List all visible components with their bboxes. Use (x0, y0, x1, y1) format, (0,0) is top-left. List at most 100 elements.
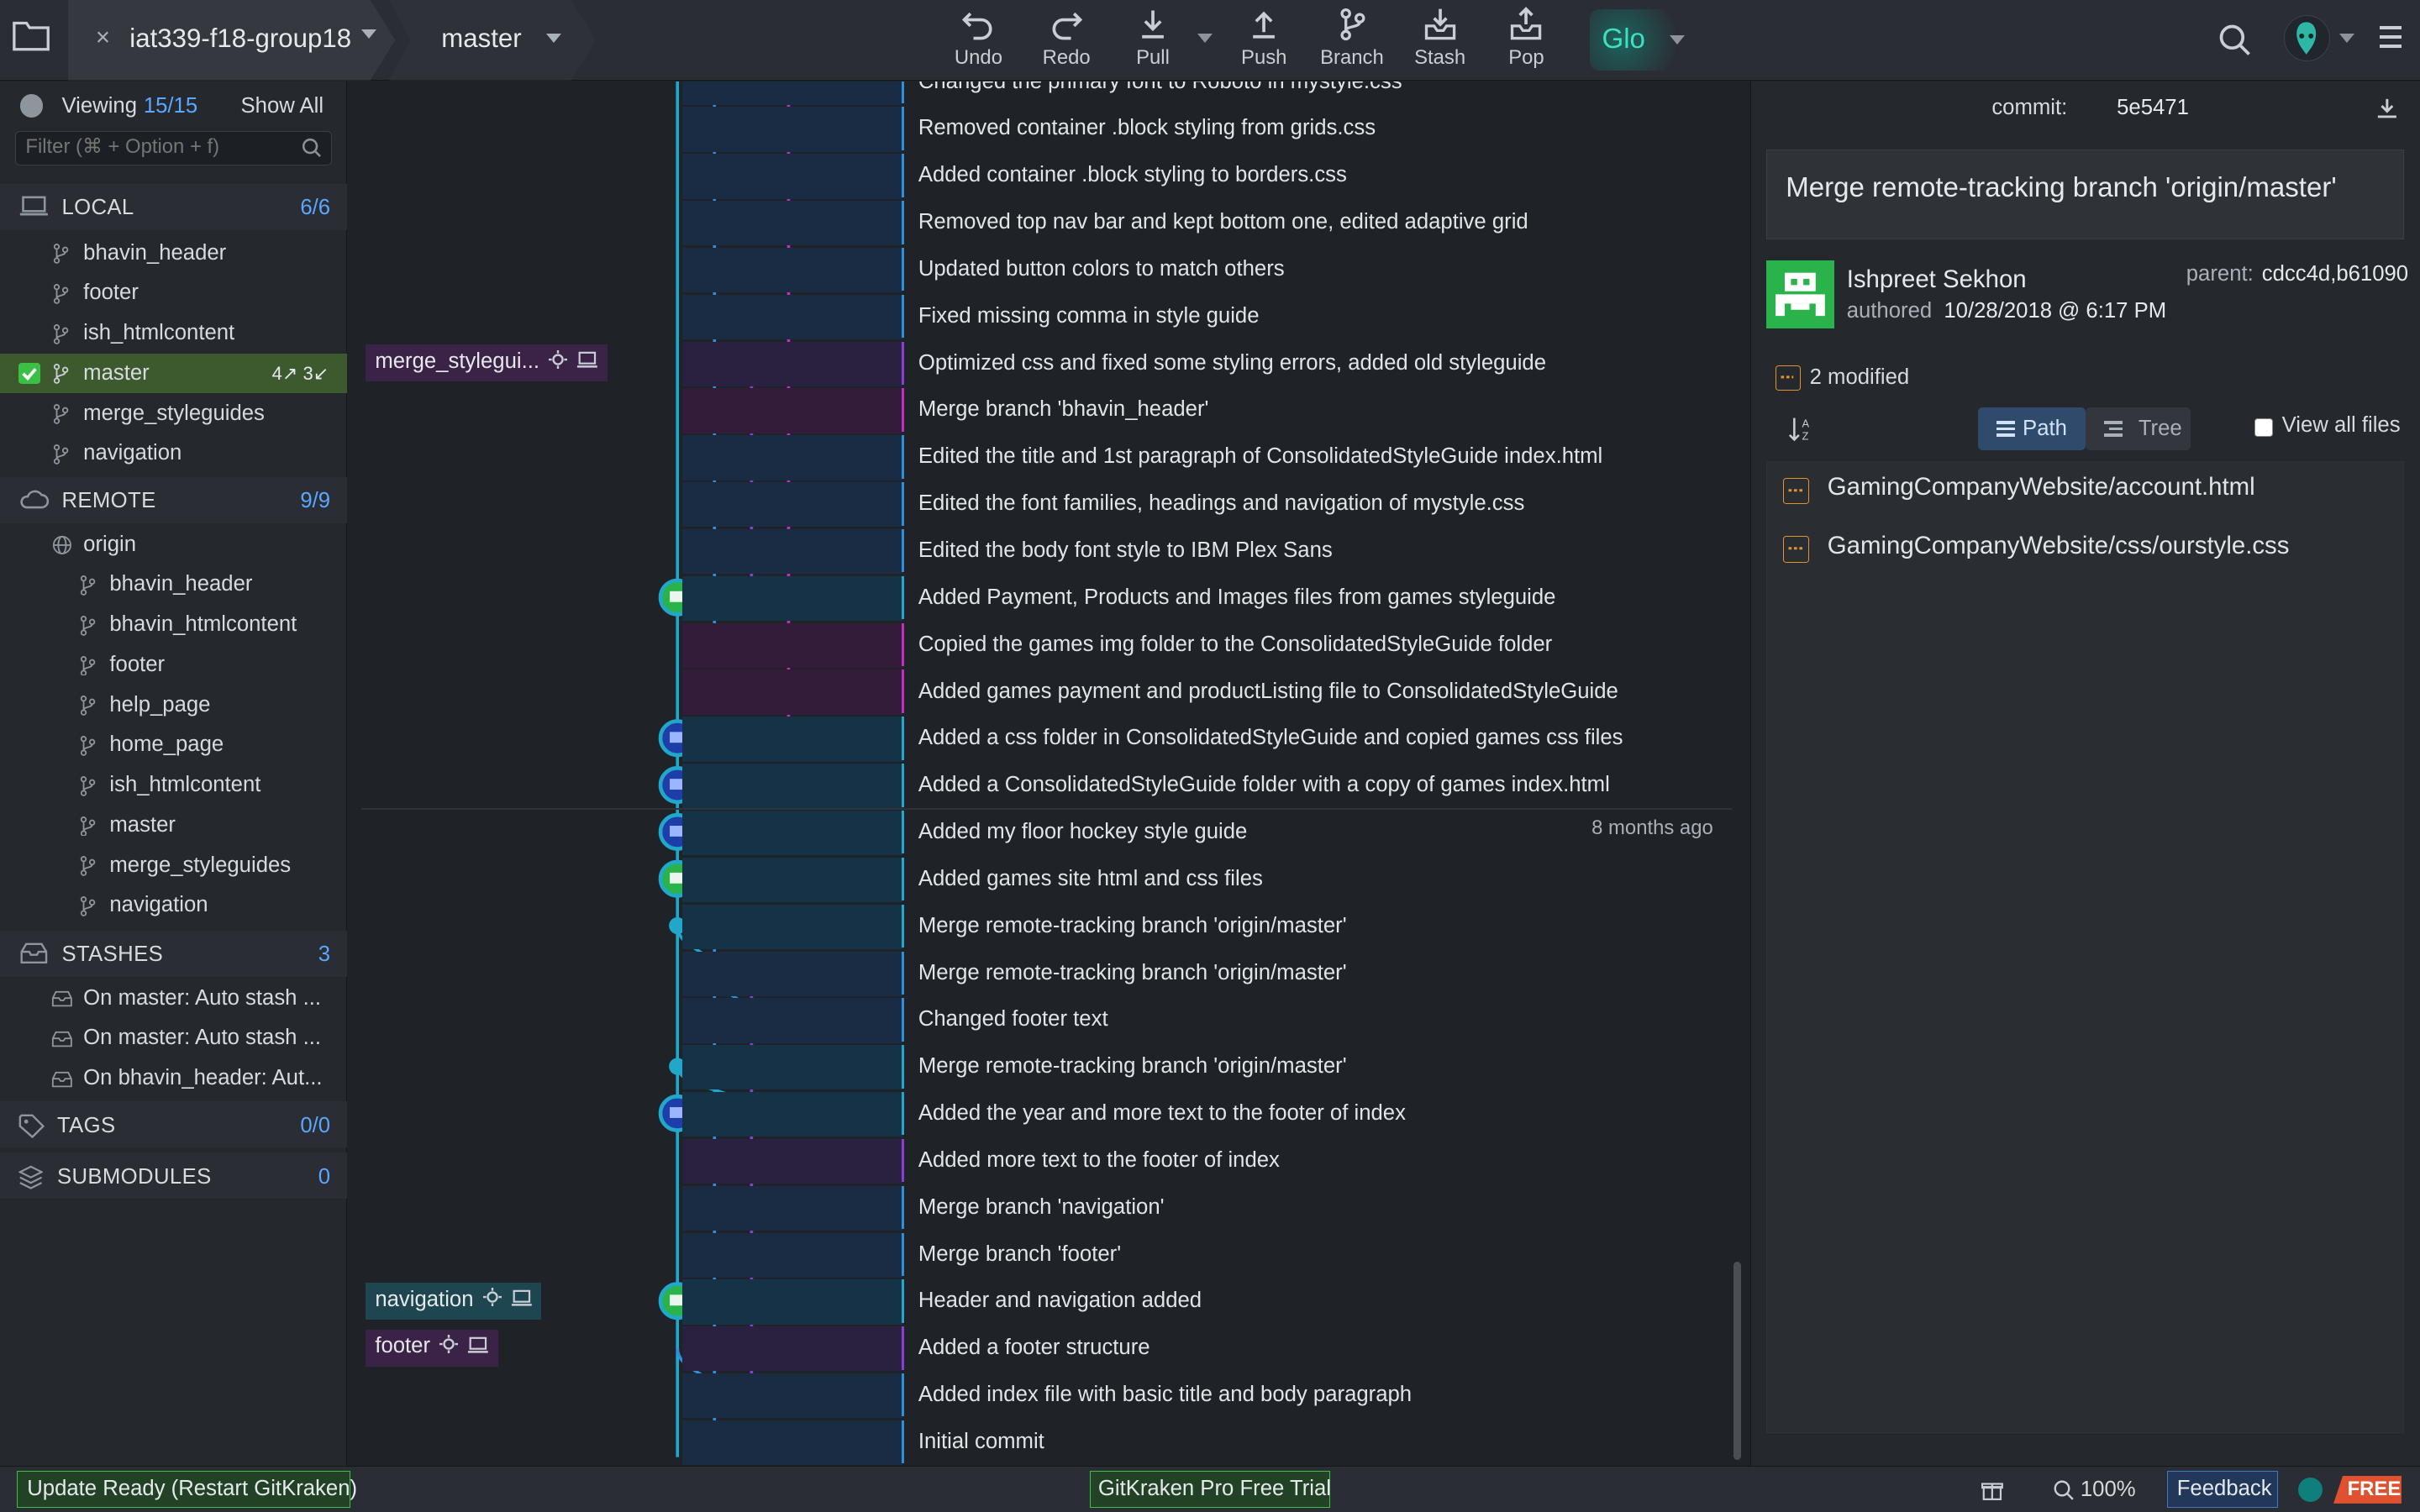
redo-button[interactable]: Redo (1026, 6, 1107, 74)
show-all-button[interactable]: Show All (240, 94, 324, 118)
commit-row-band[interactable] (681, 951, 903, 996)
stash-item[interactable]: On master: Auto stash ... (0, 1018, 347, 1058)
pro-trial-button[interactable]: GitKraken Pro Free Trial (1089, 1471, 1331, 1509)
pull-options-chevron-icon[interactable] (1197, 34, 1213, 44)
tree-view-button[interactable]: Tree (2086, 407, 2191, 451)
zoom-icon[interactable] (2053, 1479, 2075, 1507)
commit-row-band[interactable] (681, 1373, 903, 1419)
filter-box[interactable] (15, 131, 332, 165)
commit-row-band[interactable] (681, 998, 903, 1043)
commit-message[interactable]: Added my floor hockey style guide (918, 820, 1248, 844)
stash-item[interactable]: On bhavin_header: Aut... (0, 1058, 347, 1099)
commit-message[interactable]: Copied the games img folder to the Conso… (918, 632, 1553, 656)
feedback-button[interactable]: Feedback (2166, 1471, 2278, 1509)
commit-message[interactable]: Merge remote-tracking branch 'origin/mas… (918, 1054, 1347, 1079)
commit-row-band[interactable] (681, 904, 903, 949)
pop-button[interactable]: Pop (1486, 6, 1567, 74)
commit-row-band[interactable] (681, 1279, 903, 1325)
commit-row-band[interactable] (681, 1420, 903, 1466)
commit-message[interactable]: Changed the primary font to Roboto in my… (918, 81, 1402, 93)
remote-branch-item[interactable]: help_page (0, 685, 347, 725)
commit-row-band[interactable] (681, 435, 903, 480)
remote-branch-item[interactable]: bhavin_htmlcontent (0, 605, 347, 645)
hamburger-menu-icon[interactable] (2380, 26, 2402, 54)
close-icon[interactable]: × (95, 23, 111, 51)
branch-button[interactable]: Branch (1312, 6, 1392, 74)
remote-branch-item[interactable]: footer (0, 645, 347, 685)
commit-row-band[interactable] (681, 1138, 903, 1184)
commit-message[interactable]: Added container .block styling to border… (918, 163, 1347, 187)
commit-message[interactable]: Merge branch 'bhavin_header' (918, 397, 1209, 422)
free-badge[interactable]: FREE (2333, 1475, 2402, 1504)
remote-branch-item[interactable]: home_page (0, 725, 347, 765)
file-row[interactable]: GamingCompanyWebsite/account.html (1767, 465, 2402, 512)
search-icon[interactable] (2217, 22, 2254, 65)
commit-row-band[interactable] (681, 717, 903, 762)
commit-row-band[interactable] (681, 669, 903, 715)
remote-branch-item[interactable]: bhavin_header (0, 564, 347, 605)
commit-row-band[interactable] (681, 294, 903, 340)
folder-icon[interactable] (12, 18, 53, 59)
commit-row-band[interactable] (681, 1045, 903, 1090)
branch-tab[interactable]: master (388, 0, 596, 81)
branch-tag[interactable]: navigation (366, 1283, 542, 1320)
commit-row-band[interactable] (681, 764, 903, 809)
commit-message[interactable]: Merge branch 'navigation' (918, 1194, 1165, 1219)
commit-message[interactable]: Changed footer text (918, 1007, 1108, 1032)
commit-row-band[interactable] (681, 1185, 903, 1231)
commit-message[interactable]: Added index file with basic title and bo… (918, 1383, 1413, 1407)
update-ready-button[interactable]: Update Ready (Restart GitKraken) (17, 1471, 357, 1509)
glo-button[interactable]: Glo (1589, 9, 1695, 71)
commit-message[interactable]: Edited the font families, headings and n… (918, 491, 1525, 516)
commit-message[interactable]: Optimized css and fixed some styling err… (918, 350, 1547, 375)
file-row[interactable]: GamingCompanyWebsite/css/ourstyle.css (1767, 524, 2402, 570)
stash-button[interactable]: Stash (1400, 6, 1481, 74)
back-arrow-icon[interactable] (19, 94, 44, 118)
commit-message[interactable]: Added a css folder in ConsolidatedStyleG… (918, 726, 1623, 750)
undo-button[interactable]: Undo (939, 6, 1019, 74)
tags-section-header[interactable]: TAGS 0/0 (0, 1101, 348, 1148)
local-branch-item-active[interactable]: master 4↗ 3↙ (0, 353, 348, 394)
commit-row-band[interactable] (681, 575, 903, 622)
remote-branch-item[interactable]: merge_styleguides (0, 846, 347, 886)
commit-message[interactable]: Edited the body font style to IBM Plex S… (918, 538, 1333, 562)
commit-row-band[interactable] (681, 81, 903, 105)
commit-message[interactable]: Header and navigation added (918, 1289, 1202, 1313)
remote-branch-item[interactable]: ish_htmlcontent (0, 765, 347, 806)
commit-row-band[interactable] (681, 1326, 903, 1372)
commit-row-band[interactable] (681, 247, 903, 293)
commit-sha[interactable]: 5e5471 (2117, 95, 2189, 119)
commit-message[interactable]: Fixed missing comma in style guide (918, 303, 1260, 328)
commit-row-band[interactable] (681, 1232, 903, 1278)
stashes-section-header[interactable]: STASHES 3 (0, 930, 348, 977)
commit-message[interactable]: Added the year and more text to the foot… (918, 1101, 1406, 1126)
remote-branch-item[interactable]: navigation (0, 885, 347, 926)
commit-row-band[interactable] (681, 528, 903, 575)
graph-scrollbar[interactable] (1733, 1262, 1741, 1460)
commit-message[interactable]: Added a ConsolidatedStyleGuide folder wi… (918, 773, 1610, 797)
remote-branch-item[interactable]: master (0, 806, 347, 846)
local-section-header[interactable]: LOCAL 6/6 (0, 183, 348, 230)
parent-shas[interactable]: cdcc4d,b61090 (2261, 262, 2409, 286)
submodules-section-header[interactable]: SUBMODULES 0 (0, 1152, 348, 1200)
commit-row-band[interactable] (681, 622, 903, 668)
chevron-down-icon[interactable] (360, 29, 376, 39)
gift-icon[interactable] (1981, 1479, 2004, 1507)
commit-message[interactable]: Added a footer structure (918, 1336, 1150, 1360)
commit-message[interactable]: Edited the title and 1st paragraph of Co… (918, 444, 1603, 469)
commit-row-band[interactable] (681, 341, 903, 386)
chevron-down-icon[interactable] (2339, 34, 2355, 44)
commit-message[interactable]: Merge branch 'footer' (918, 1242, 1122, 1266)
download-icon[interactable] (2376, 97, 2398, 125)
commit-row-band[interactable] (681, 388, 903, 433)
path-view-button[interactable]: Path (1977, 407, 2086, 451)
commit-message[interactable]: Updated button colors to match others (918, 256, 1285, 281)
push-button[interactable]: Push (1224, 6, 1305, 74)
local-branch-item[interactable]: ish_htmlcontent (0, 313, 347, 354)
commit-message[interactable]: Merge remote-tracking branch 'origin/mas… (918, 960, 1347, 984)
branch-tag[interactable]: merge_stylegui... (366, 344, 608, 382)
commit-graph[interactable]: Changed the primary font to Roboto in my… (349, 81, 1750, 1466)
commit-row-band[interactable] (681, 857, 903, 903)
commit-message[interactable]: Added games payment and productListing f… (918, 679, 1618, 703)
